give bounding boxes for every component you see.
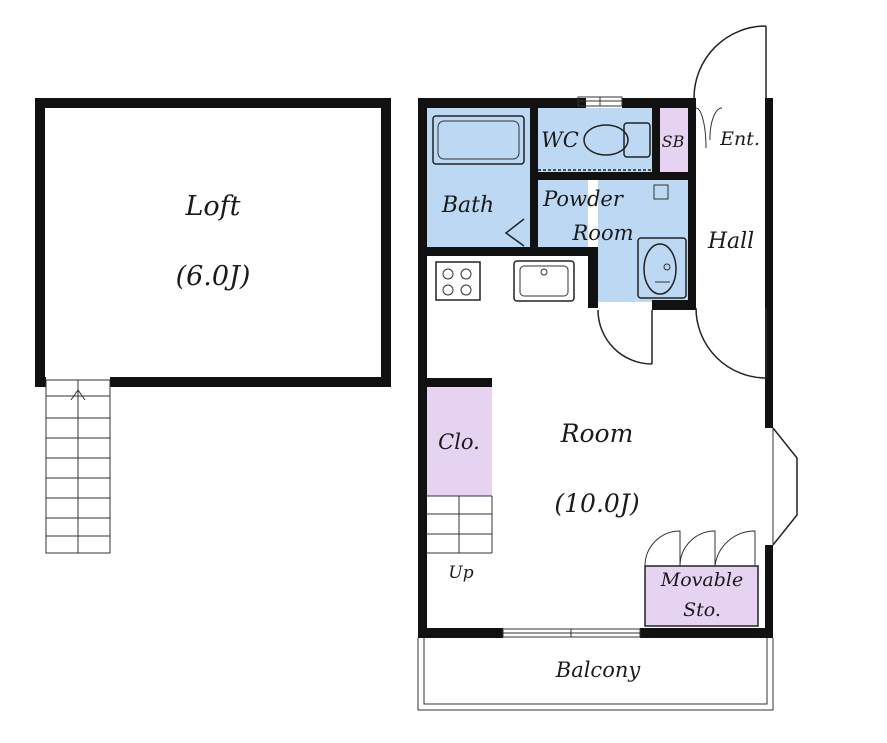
movable-storage-doors (644, 530, 756, 567)
closet-label: Clo. (438, 430, 480, 454)
bath-label: Bath (441, 193, 494, 218)
walls (418, 98, 773, 638)
powder-room-label-line1: Powder (542, 187, 625, 211)
entrance-label: Ent. (719, 128, 760, 150)
kitchen-sink-icon (513, 260, 575, 302)
sb-area (658, 108, 688, 176)
loft-stairs (45, 379, 111, 554)
powder-room-area (536, 180, 588, 247)
movable-storage-label-line1: Movable (660, 569, 743, 591)
hall-door (695, 307, 767, 379)
bathtub-icon (432, 115, 525, 247)
movable-storage-label-line2: Sto. (683, 599, 721, 621)
washbasin-area (598, 180, 688, 302)
movable-storage-area (644, 565, 759, 627)
loft-size-label: (6.0J) (176, 261, 251, 292)
loft-label: Loft (184, 191, 240, 222)
entrance-door (693, 25, 767, 149)
closet-area (426, 387, 492, 496)
loft-area: Loft (6.0J) (35, 98, 391, 388)
wc-label: WC (541, 128, 579, 152)
balcony (417, 628, 774, 711)
wc-area (536, 108, 654, 174)
stairs-up-label: Up (448, 563, 473, 583)
room-size-label: (10.0J) (554, 489, 639, 518)
wet-area-fills (426, 108, 759, 627)
stove-icon (435, 261, 481, 301)
toilet-icon (538, 122, 652, 171)
loft-room (35, 98, 391, 387)
up-arrow-icon (70, 389, 86, 414)
bay-window (772, 427, 798, 546)
bath-area (426, 108, 531, 249)
washbasin-icon (637, 184, 687, 299)
window-top (577, 96, 623, 107)
hall-label: Hall (707, 229, 754, 254)
powder-room-label-line2: Room (571, 221, 633, 245)
balcony-label: Balcony (555, 658, 642, 682)
room-stairs (426, 495, 493, 554)
sb-label: SB (662, 132, 685, 151)
powder-room-door (597, 309, 653, 365)
room-label: Room (560, 419, 634, 448)
